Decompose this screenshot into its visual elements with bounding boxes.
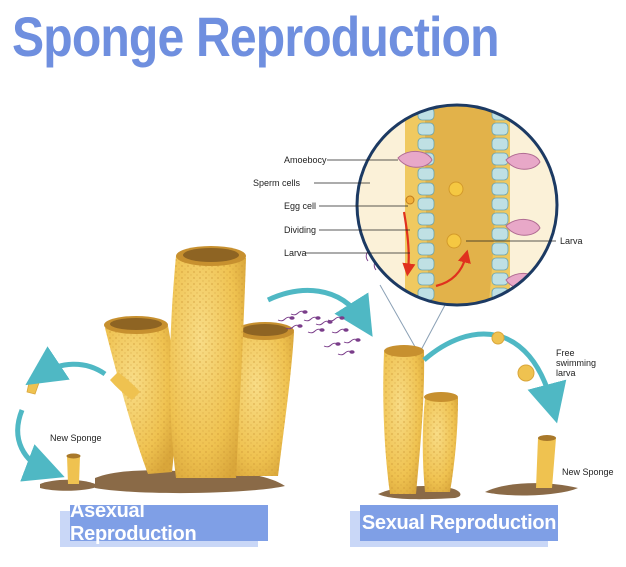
choanocyte-cell bbox=[417, 302, 435, 305]
label-sperm-cells: Sperm cells bbox=[253, 178, 301, 188]
choanocyte-cell-column bbox=[417, 107, 435, 305]
label-new-sponge-left: New Sponge bbox=[50, 433, 102, 443]
sperm-cell bbox=[323, 342, 341, 348]
choanocyte-cell bbox=[417, 242, 435, 256]
ground-mound-small bbox=[40, 479, 100, 491]
choanocyte-cell bbox=[417, 227, 435, 241]
label-free-line: Free bbox=[556, 348, 575, 358]
label-free-swimming-larva: Free swimming larva bbox=[556, 348, 596, 378]
choanocyte-cell bbox=[491, 167, 509, 181]
budding-fragment bbox=[26, 377, 41, 395]
sperm-cell bbox=[307, 328, 325, 334]
zoom-ring bbox=[355, 103, 559, 307]
label-egg-cell: Egg cell bbox=[284, 201, 317, 211]
choanocyte-cell bbox=[417, 197, 435, 211]
choanocyte-cell bbox=[417, 137, 435, 151]
sperm-cell bbox=[337, 350, 355, 356]
choanocyte-cell bbox=[417, 122, 435, 136]
choanocyte-cell bbox=[417, 257, 435, 271]
choanocyte-cell bbox=[417, 182, 435, 196]
sponge-tube-center bbox=[169, 246, 246, 478]
teal-arrow-budding bbox=[25, 346, 107, 386]
new-sponge-left bbox=[66, 453, 81, 484]
choanocyte-cell bbox=[491, 137, 509, 151]
label-dividing: Dividing bbox=[284, 225, 317, 235]
choanocyte-cell bbox=[491, 197, 509, 211]
sperm-cell bbox=[327, 316, 345, 322]
choanocyte-cell bbox=[417, 272, 435, 286]
choanocyte-cell bbox=[491, 152, 509, 166]
teal-arrow-settling bbox=[15, 409, 65, 482]
choanocyte-cell bbox=[491, 257, 509, 271]
sponge-tube-left bbox=[104, 316, 176, 474]
sponge-tube-sexual-right bbox=[422, 392, 458, 492]
sperm-cell bbox=[343, 338, 361, 344]
label-amoebocyte: Amoebocy bbox=[284, 155, 327, 165]
choanocyte-cell bbox=[491, 302, 509, 305]
choanocyte-cell bbox=[491, 182, 509, 196]
sponge-tube-right bbox=[230, 322, 294, 476]
choanocyte-cell bbox=[417, 212, 435, 226]
sperm-cell bbox=[331, 328, 349, 334]
banner-sexual-reproduction: Sexual Reproduction bbox=[360, 505, 558, 541]
label-larva-left: Larva bbox=[284, 248, 307, 258]
zoom-detail-circle bbox=[355, 103, 559, 307]
sponge-bud bbox=[110, 372, 140, 400]
choanocyte-cell bbox=[491, 212, 509, 226]
teal-arrow-gametes bbox=[266, 288, 373, 337]
new-sponge-right bbox=[536, 435, 556, 488]
choanocyte-cell bbox=[491, 227, 509, 241]
ground-mound-right bbox=[485, 483, 578, 496]
label-swimming-line: swimming bbox=[556, 358, 597, 368]
sperm-cell bbox=[285, 324, 303, 330]
zoom-connector-line bbox=[379, 284, 419, 353]
label-larva-right: Larva bbox=[560, 236, 583, 246]
larva-swimming bbox=[517, 364, 535, 382]
sponge-tube-sexual-left bbox=[383, 345, 425, 494]
label-new-sponge-right: New Sponge bbox=[562, 467, 614, 477]
zoom-connector-line bbox=[419, 304, 446, 353]
sperm-cell bbox=[303, 316, 321, 322]
banner-asexual-reproduction: Asexual Reproduction bbox=[70, 500, 268, 545]
ground-mound bbox=[95, 470, 285, 494]
page-title: Sponge Reproduction bbox=[12, 5, 499, 68]
sperm-cell bbox=[277, 316, 295, 322]
choanocyte-cell bbox=[491, 242, 509, 256]
choanocyte-cell bbox=[491, 122, 509, 136]
larva-swimming bbox=[491, 331, 505, 345]
sperm-cell bbox=[290, 310, 308, 316]
label-larva-line: larva bbox=[556, 368, 576, 378]
choanocyte-cell bbox=[491, 272, 509, 286]
asexual-sponge-colony bbox=[95, 246, 294, 494]
choanocyte-cell bbox=[417, 167, 435, 181]
